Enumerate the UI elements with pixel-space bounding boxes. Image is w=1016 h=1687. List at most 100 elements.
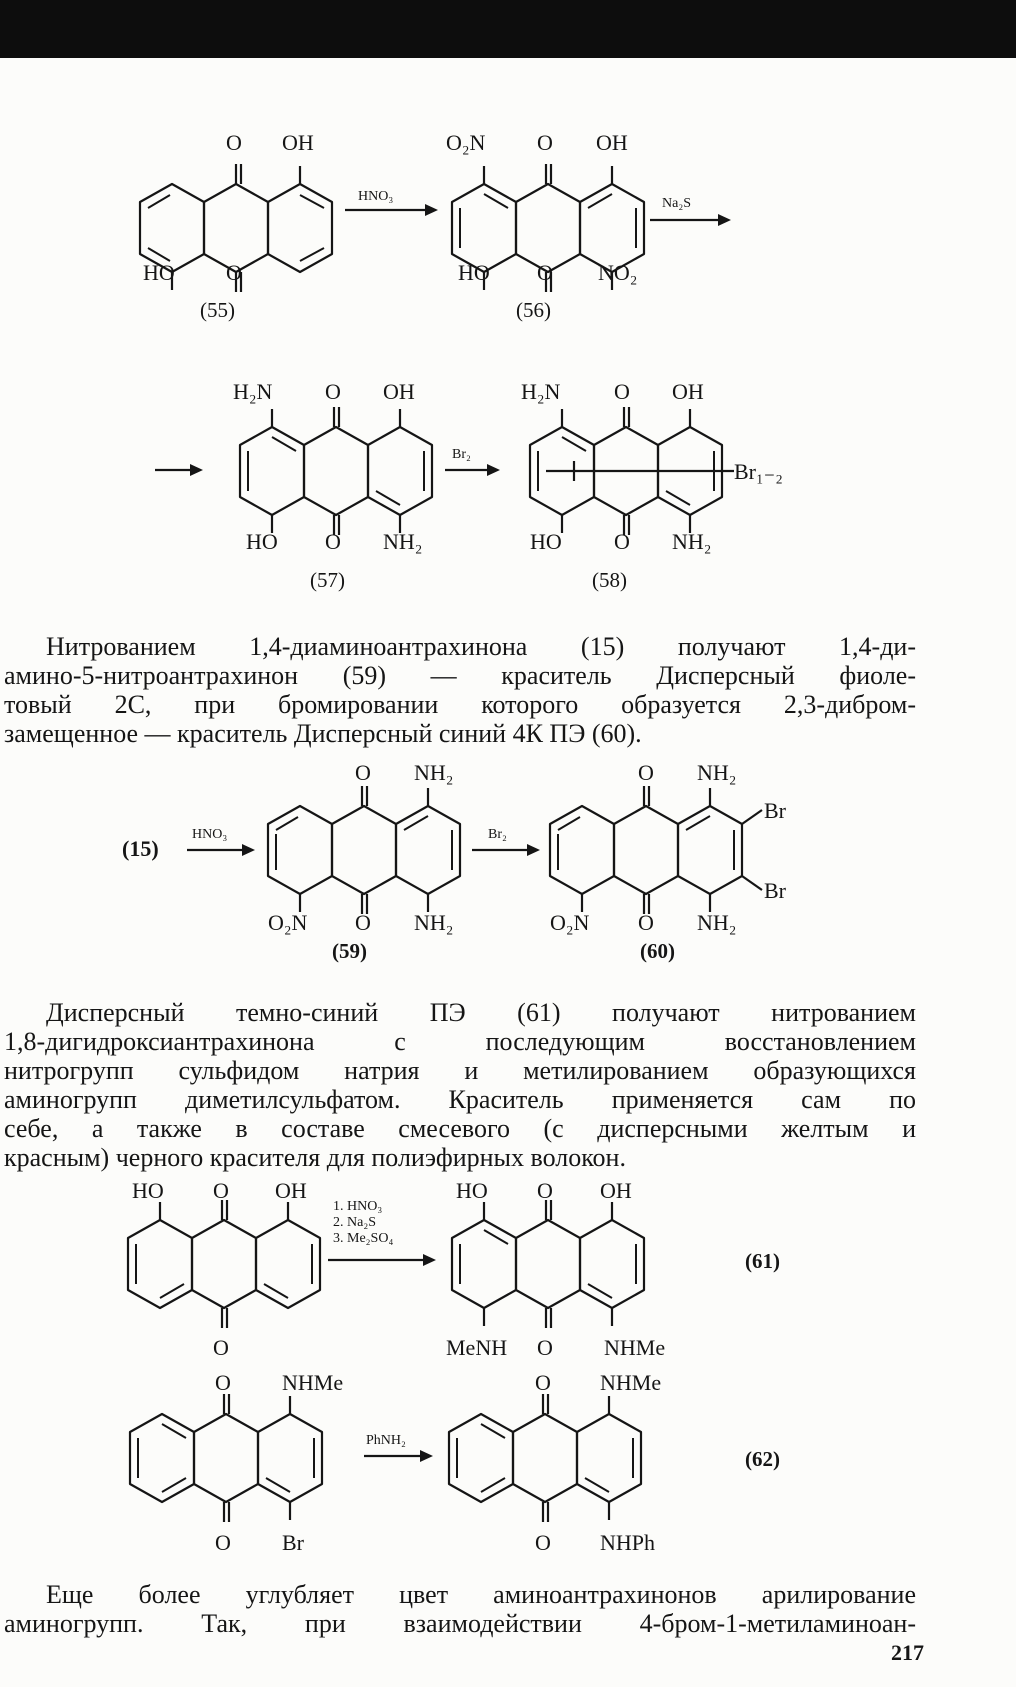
c61-top-o: O (537, 1178, 553, 1203)
arrow-br2-reagent: Br₂ (452, 447, 471, 462)
structure-56 (450, 164, 646, 292)
c58-bottom-nh2: NH₂ (672, 529, 711, 554)
c59-bottom-o: O (355, 910, 371, 935)
paragraph-1-line: амино-5-нитроантрахинон (59) — краситель… (4, 661, 916, 690)
c55-top-oh: OH (282, 130, 314, 155)
c55-bottom-ho: HO (143, 260, 175, 285)
reactant-top-oh: OH (275, 1178, 307, 1203)
paragraph-3-line: Еще более углубляет цвет аминоантрахинон… (46, 1580, 916, 1609)
c56-number: (56) (516, 298, 551, 322)
reactant2-top-o: O (215, 1370, 231, 1395)
c59-bottom-o2n: O₂N (268, 910, 308, 935)
c57-number: (57) (310, 568, 345, 592)
c57-bottom-o: O (325, 529, 341, 554)
c60-top-o: O (638, 760, 654, 785)
condition-1: 1. HNO₃ (333, 1199, 382, 1214)
c56-bottom-ho: HO (458, 260, 490, 285)
paragraph-2-line: красным) черного красителя для полиэфирн… (4, 1143, 626, 1172)
arrow-phnh2-reagent: PhNH₂ (366, 1433, 406, 1448)
c55-bottom-o: O (226, 260, 242, 285)
paragraph-1-line: Нитрованием 1,4-диаминоантрахинона (15) … (46, 632, 916, 661)
c60-bottom-o: O (638, 910, 654, 935)
paragraph-1-line: товый 2С, при бромировании которого обра… (4, 690, 916, 719)
c62-top-o: O (535, 1370, 551, 1395)
c57-top-oh: OH (383, 379, 415, 404)
structure-59 (266, 786, 462, 914)
structure-dihydroxyanthraquinone (126, 1200, 322, 1328)
reactant2-bottom-o: O (215, 1530, 231, 1555)
start-compound-15: (15) (122, 836, 159, 861)
paragraph-2-line: 1,8-дигидроксиантрахинона с последующим … (4, 1027, 916, 1056)
arrow-1-reagent: HNO₃ (358, 189, 393, 204)
reactant-top-ho: HO (132, 1178, 164, 1203)
c59-top-o: O (355, 760, 371, 785)
structure-bromo-methylaminoanthraquinone (128, 1394, 324, 1522)
c58-bottom-o: O (614, 529, 630, 554)
c61-bottom-nhme: NHMe (604, 1335, 665, 1360)
c58-number: (58) (592, 568, 627, 592)
reactant-top-o: O (213, 1178, 229, 1203)
c61-bottom-menh: MeNH (446, 1335, 507, 1360)
page-number: 217 (891, 1640, 924, 1665)
c62-bottom-nhph: NHPh (600, 1530, 655, 1555)
c59-bottom-nh2: NH₂ (414, 910, 453, 935)
c57-bottom-ho: HO (246, 529, 278, 554)
c55-top-o: O (226, 130, 242, 155)
c59-number: (59) (332, 939, 367, 963)
c61-number: (61) (745, 1249, 780, 1273)
structure-55 (138, 164, 334, 292)
paragraph-2: Дисперсный темно-синий ПЭ (61) получают … (4, 998, 916, 1172)
c60-top-nh2: NH₂ (697, 760, 736, 785)
arrow-br2-b-reagent: Br₂ (488, 827, 507, 842)
paragraph-3-line: аминогрупп. Так, при взаимодействии 4-бр… (4, 1609, 916, 1638)
arrow-hno3-reagent: HNO₃ (192, 827, 227, 842)
c57-bottom-nh2: NH₂ (383, 529, 422, 554)
paragraph-1: Нитрованием 1,4-диаминоантрахинона (15) … (4, 632, 916, 748)
paragraph-2-line: себе, а также в составе смесевого (с дис… (4, 1114, 916, 1143)
c60-bottom-o2n: O₂N (550, 910, 590, 935)
scheme-1: O OH HO O (55) HNO₃ O₂N O OH HO O NO₂ (5… (138, 130, 731, 322)
c56-top-oh: OH (596, 130, 628, 155)
scheme-4: HO O OH O 1. HNO₃ 2. Na₂S 3. Me₂SO₄ HO O… (126, 1178, 780, 1360)
paragraph-3: Еще более углубляет цвет аминоантрахинон… (4, 1580, 916, 1638)
scheme-2: H₂N O OH HO O NH₂ (57) Br₂ H₂N O OH Br₁₋… (155, 379, 783, 592)
c56-top-o: O (537, 130, 553, 155)
c58-top-h2n: H₂N (521, 379, 561, 404)
c59-top-nh2: NH₂ (414, 760, 453, 785)
condition-2: 2. Na₂S (333, 1215, 376, 1230)
arrow-2-reagent: Na₂S (662, 196, 691, 211)
structure-57 (238, 407, 434, 535)
condition-3: 3. Me₂SO₄ (333, 1231, 393, 1246)
c57-top-h2n: H₂N (233, 379, 273, 404)
scheme-5: O NHMe O Br PhNH₂ O NHMe O NHPh (62) (128, 1370, 780, 1555)
reactant-bottom-o: O (213, 1335, 229, 1360)
paragraph-2-line: Дисперсный темно-синий ПЭ (61) получают … (46, 998, 916, 1027)
c61-bottom-o: O (537, 1335, 553, 1360)
scheme-3: (15) HNO₃ O NH₂ O₂N O NH₂ (59) Br₂ O NH₂… (122, 760, 787, 963)
c62-top-nhme: NHMe (600, 1370, 661, 1395)
structure-58 (528, 407, 734, 535)
c58-substituent-br: Br₁₋₂ (734, 459, 783, 484)
page-top-border (0, 0, 1016, 58)
structure-62 (447, 1394, 643, 1522)
c60-number: (60) (640, 939, 675, 963)
c55-number: (55) (200, 298, 235, 322)
c62-number: (62) (745, 1447, 780, 1471)
c56-bottom-no2: NO₂ (598, 260, 637, 285)
c62-bottom-o: O (535, 1530, 551, 1555)
paragraph-1-line: замещенное — краситель Дисперсный синий … (4, 719, 642, 748)
structure-61 (450, 1200, 646, 1328)
c58-top-oh: OH (672, 379, 704, 404)
c58-top-o: O (614, 379, 630, 404)
c57-top-o: O (325, 379, 341, 404)
c61-top-ho: HO (456, 1178, 488, 1203)
paragraph-2-line: аминогрупп диметилсульфатом. Краситель п… (4, 1085, 916, 1114)
c61-top-oh: OH (600, 1178, 632, 1203)
reactant2-top-nhme: NHMe (282, 1370, 343, 1395)
c56-top-o2n: O₂N (446, 130, 486, 155)
structure-60 (548, 786, 763, 914)
c60-br-2: Br (764, 798, 787, 823)
c56-bottom-o: O (537, 260, 553, 285)
reactant2-bottom-br: Br (282, 1530, 305, 1555)
c60-bottom-nh2: NH₂ (697, 910, 736, 935)
